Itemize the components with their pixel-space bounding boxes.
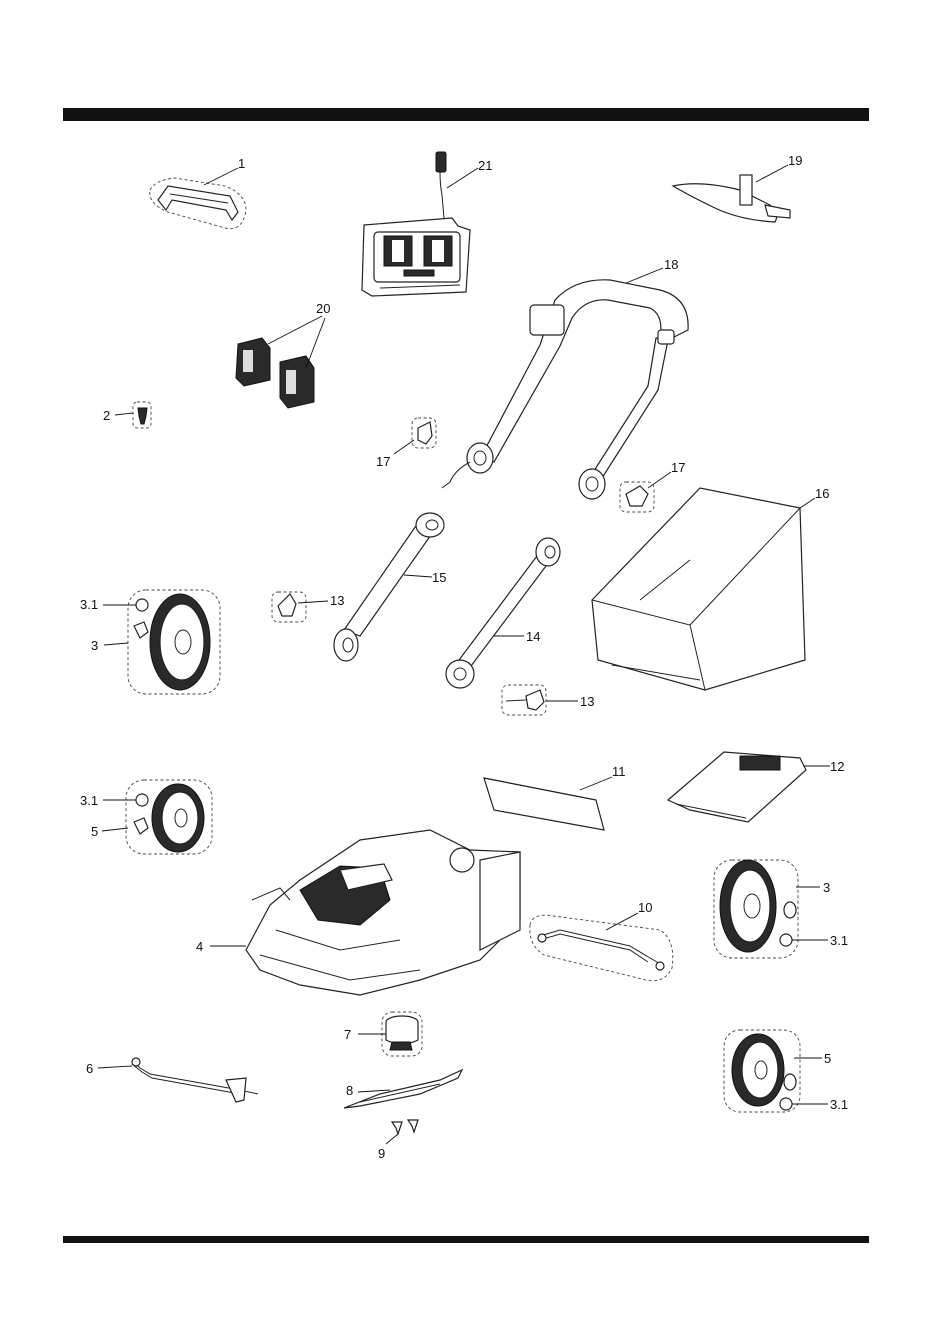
label-6: 6 <box>86 1061 93 1076</box>
bottom-bar <box>63 1236 869 1243</box>
label-3-1-right-lower: 3.1 <box>830 1097 848 1112</box>
top-bar <box>63 108 869 121</box>
label-2: 2 <box>103 408 110 423</box>
label-18: 18 <box>664 257 678 272</box>
label-3-1-right-upper: 3.1 <box>830 933 848 948</box>
label-9: 9 <box>378 1146 385 1161</box>
label-13-lower: 13 <box>580 694 594 709</box>
part-17-knob-lower <box>620 472 671 512</box>
label-5-right: 5 <box>824 1051 831 1066</box>
part-14-lower-handle <box>446 538 560 688</box>
label-3-right: 3 <box>823 880 830 895</box>
part-16-grass-bag <box>592 488 815 690</box>
part-19-mulch-plug <box>673 165 790 222</box>
label-8: 8 <box>346 1083 353 1098</box>
part-10-rear-axle <box>530 913 673 981</box>
label-3-left: 3 <box>91 638 98 653</box>
part-13-knob-upper <box>272 592 328 622</box>
part-1-carry-handle <box>150 168 246 229</box>
part-5-wheel-left <box>102 780 212 854</box>
label-7: 7 <box>344 1027 351 1042</box>
part-13-knob-lower <box>502 685 578 715</box>
label-3-1-left-lower: 3.1 <box>80 793 98 808</box>
part-3-wheel-right <box>714 860 828 958</box>
part-21-charger <box>362 152 478 296</box>
part-3-wheel-left <box>103 590 220 694</box>
label-12: 12 <box>830 759 844 774</box>
label-20: 20 <box>316 301 330 316</box>
part-15-lower-handle <box>334 513 444 661</box>
part-18-upper-handle <box>442 268 688 499</box>
part-4-mower-deck <box>210 830 520 995</box>
part-5-wheel-right <box>724 1030 828 1112</box>
part-17-knob-upper <box>394 418 436 454</box>
label-21: 21 <box>478 158 492 173</box>
label-10: 10 <box>638 900 652 915</box>
label-15: 15 <box>432 570 446 585</box>
part-12-rear-cover <box>668 752 830 822</box>
label-14: 14 <box>526 629 540 644</box>
label-11: 11 <box>612 764 626 779</box>
part-7-blade-adapter <box>358 1012 422 1056</box>
label-5-left: 5 <box>91 824 98 839</box>
label-17-upper: 17 <box>376 454 390 469</box>
part-2-safety-key <box>115 402 151 428</box>
part-20-batteries <box>236 316 325 408</box>
label-13-upper: 13 <box>330 593 344 608</box>
label-17-lower: 17 <box>671 460 685 475</box>
part-9-blade-bolts <box>386 1120 418 1144</box>
label-3-1-left-upper: 3.1 <box>80 597 98 612</box>
label-19: 19 <box>788 153 802 168</box>
label-16: 16 <box>815 486 829 501</box>
part-8-blade <box>344 1070 462 1108</box>
part-11-flap <box>484 777 612 830</box>
part-6-height-lever <box>98 1058 258 1102</box>
label-4: 4 <box>196 939 203 954</box>
label-1: 1 <box>238 156 245 171</box>
